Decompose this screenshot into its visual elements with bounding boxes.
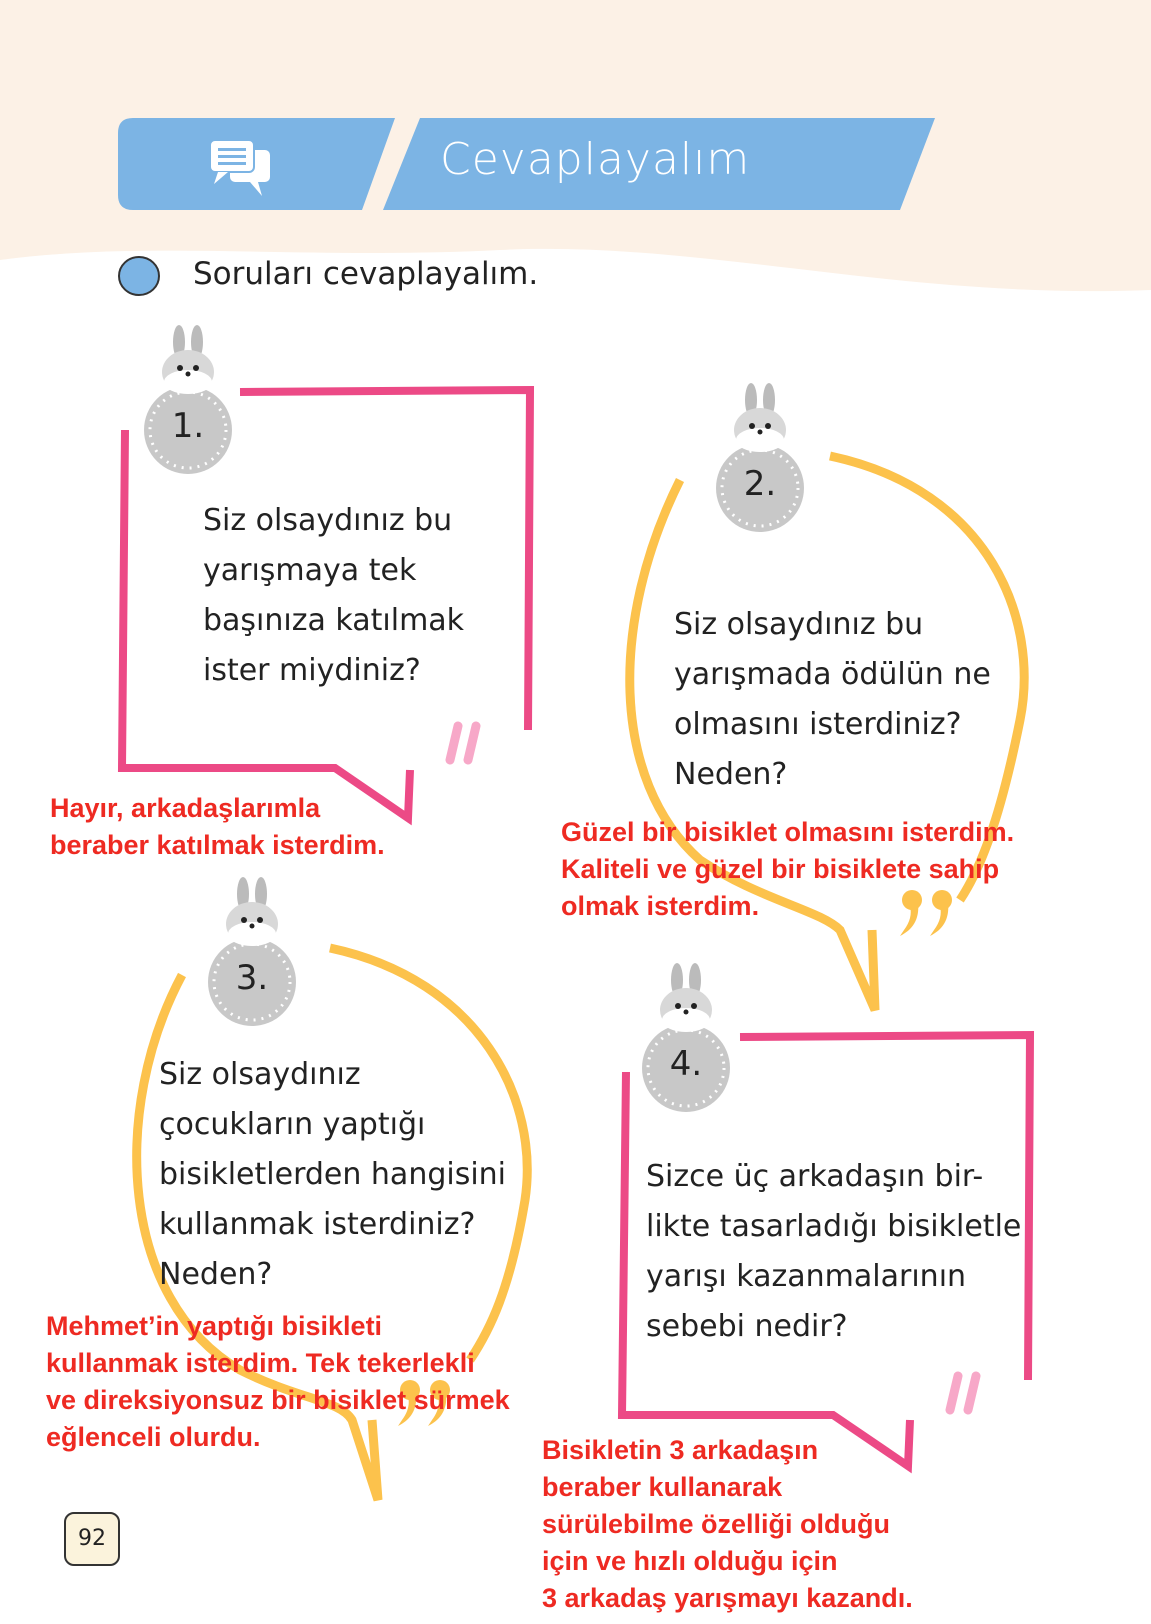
text-line: Neden? (674, 757, 788, 792)
question-4-text: Sizce üç arkadaşın bir- likte tasarladığ… (646, 1152, 1021, 1352)
text-line: ister miydiniz? (203, 653, 421, 688)
bunny-badge-2 (716, 383, 804, 532)
text-line: Neden? (159, 1257, 273, 1292)
quote-mark-icon (900, 890, 952, 936)
text-line: yarışmaya tek (203, 553, 417, 588)
bunny-badge-3 (208, 877, 296, 1026)
question-frame-1 (117, 385, 535, 826)
question-number: 4. (669, 1044, 703, 1084)
title-banner (383, 118, 935, 210)
quote-mark-icon (945, 1371, 981, 1415)
text-line: yarışmada ödülün ne (674, 657, 991, 692)
question-3-text: Siz olsaydınız çocukların yaptığı bisikl… (159, 1050, 506, 1300)
question-1-text: Siz olsaydınız bu yarışmaya tek başınıza… (203, 496, 464, 696)
text-line: bisikletlerden hangisini (159, 1157, 507, 1192)
text-line: kullanmak isterdiniz? (159, 1207, 476, 1242)
answer-3: Mehmet’in yaptığı bisikleti kullanmak is… (46, 1311, 510, 1452)
text-line: Siz olsaydınız bu (203, 503, 453, 538)
answer-4: Bisikletin 3 arkadaşın beraber kullanara… (542, 1435, 913, 1613)
bunny-badge-1 (144, 325, 232, 474)
answer-1: Hayır, arkadaşlarımla beraber katılmak i… (50, 793, 385, 860)
text-line: sebebi nedir? (646, 1309, 848, 1344)
text-line: yarışı kazanmalarının (646, 1259, 967, 1294)
question-number: 1. (171, 406, 205, 446)
text-line: Siz olsaydınız bu (674, 607, 924, 642)
section-title: Cevaplayalım (440, 134, 751, 185)
chat-bubbles-icon (209, 139, 270, 196)
text-line: olmasını isterdiniz? (674, 707, 962, 742)
bunny-badge-4 (642, 963, 730, 1112)
question-number: 2. (743, 464, 777, 504)
bullet-dot (118, 256, 160, 296)
text-line: çocukların yaptığı (159, 1107, 426, 1142)
text-line: Siz olsaydınız (159, 1057, 361, 1092)
question-number: 3. (235, 958, 269, 998)
text-line: Sizce üç arkadaşın bir- (646, 1159, 984, 1194)
quote-mark-icon (398, 1380, 450, 1426)
question-2-text: Siz olsaydınız bu yarışmada ödülün ne ol… (674, 600, 991, 800)
text-line: likte tasarladığı bisikletle (646, 1209, 1022, 1244)
answer-2: Güzel bir bisiklet olmasını isterdim. Ka… (561, 817, 1015, 921)
question-frame-2 (625, 451, 1029, 1012)
question-frame-4 (617, 1030, 1035, 1474)
question-frame-3 (132, 943, 532, 1502)
quote-mark-icon (445, 721, 481, 765)
instruction: Soruları cevaplayalım. (193, 256, 539, 292)
page-number: 92 (64, 1512, 120, 1566)
text-line: başınıza katılmak (203, 603, 465, 638)
